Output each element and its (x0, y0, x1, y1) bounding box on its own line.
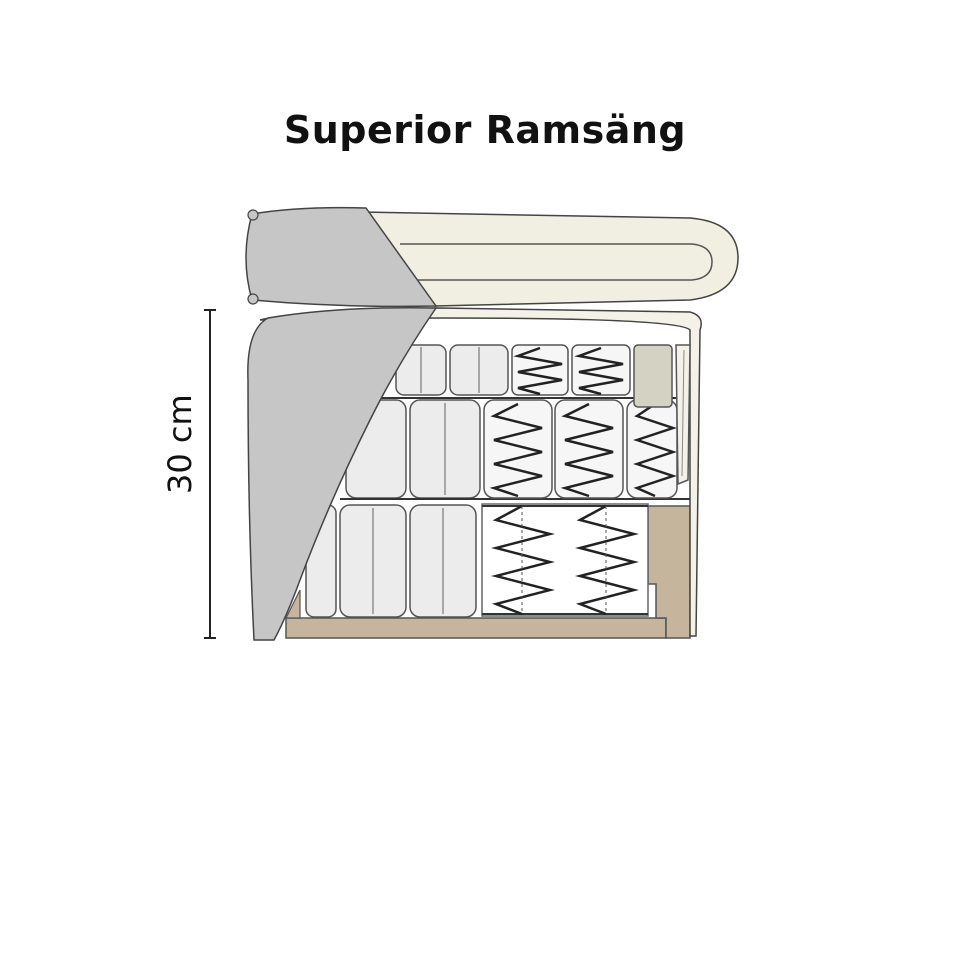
bottom-pocket-layer (305, 504, 477, 618)
top-pocket-layer (395, 344, 509, 396)
topper-cover-flap (245, 206, 438, 308)
wooden-frame (285, 505, 691, 639)
diagram-title: Superior Ramsäng (283, 108, 687, 152)
mattress-topper (358, 211, 739, 307)
height-dimension-line (204, 309, 216, 639)
middle-pocket-springs (483, 399, 678, 499)
base-cover-flap (247, 306, 438, 641)
bottom-bonnell-springs (481, 503, 649, 617)
edge-support (675, 344, 691, 486)
top-micro-springs (511, 344, 673, 408)
